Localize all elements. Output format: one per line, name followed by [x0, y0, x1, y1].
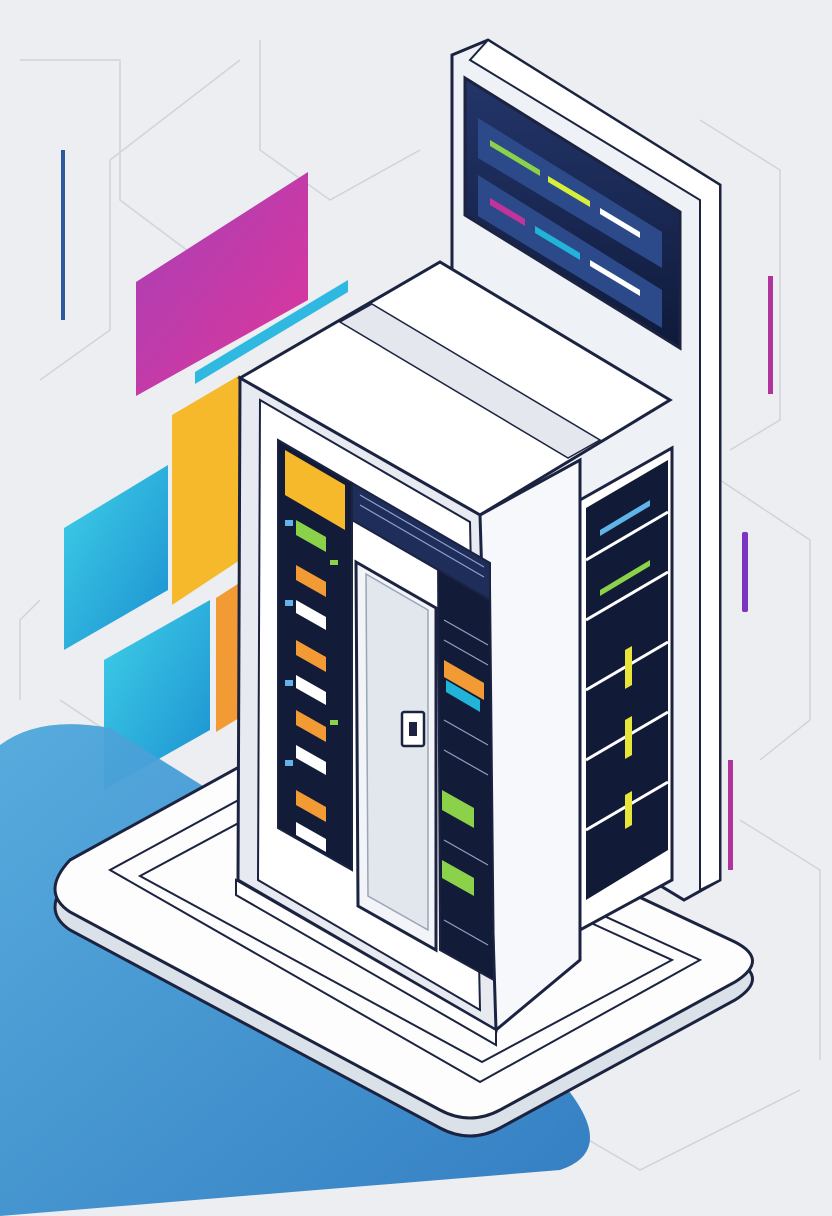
right-rack-bay [436, 554, 496, 982]
accent-bar-magenta-low [728, 760, 733, 870]
drive-slots-right [442, 619, 489, 946]
panel-magenta [136, 172, 308, 396]
monitor-status-bars [490, 140, 640, 296]
accent-bar-blue [61, 150, 65, 320]
accent-bar-purple [742, 532, 748, 612]
upper-rack-lines [359, 494, 485, 578]
panel-orange [216, 580, 244, 732]
drive-slots-left [285, 450, 345, 852]
upper-rack-bay [351, 481, 491, 602]
server-cabinet [235, 260, 673, 1047]
panel-yellow [172, 375, 240, 605]
cabinet-side-rack [578, 445, 674, 933]
accent-stripe-cyan [195, 280, 348, 384]
panel-cyan-upper [64, 465, 168, 650]
accent-bar-magenta-right [768, 276, 773, 394]
side-rack-led-strips [600, 500, 650, 829]
